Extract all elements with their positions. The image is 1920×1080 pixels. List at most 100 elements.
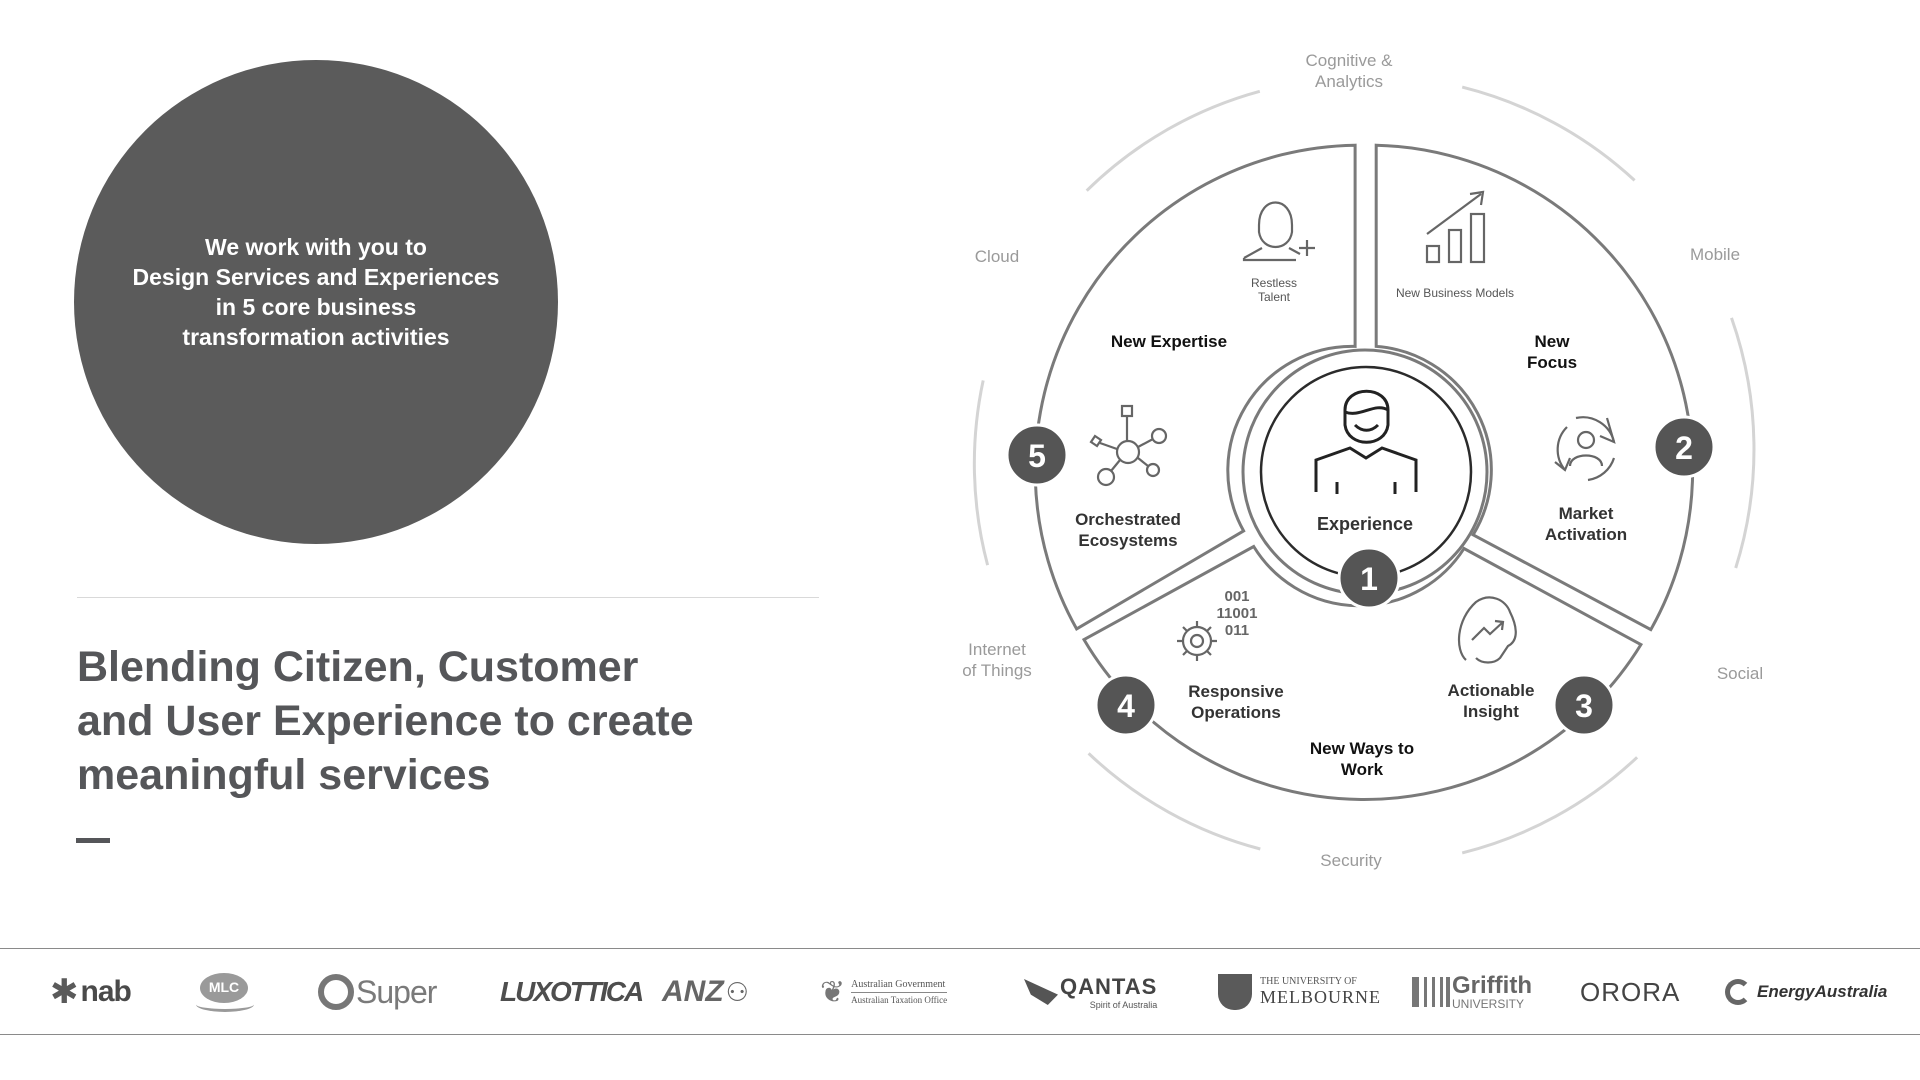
item-insight: Insight <box>1463 702 1519 721</box>
badge-4: 4 <box>1094 673 1158 737</box>
badge-number: 2 <box>1675 430 1693 466</box>
item-actionable: Actionable <box>1448 681 1535 700</box>
crest-icon: ❦ <box>820 975 846 1009</box>
label-social: Social <box>1717 664 1763 683</box>
logo-text: Australian Taxation Office <box>851 995 948 1005</box>
logo-melbourne: THE UNIVERSITY OF MELBOURNE <box>1218 949 1381 1035</box>
logo-text: UNIVERSITY <box>1452 997 1525 1011</box>
anz-people-icon: ⚇ <box>725 976 749 1007</box>
insight-head-icon <box>1457 596 1517 664</box>
griffith-mark-icon <box>1412 977 1450 1007</box>
cycle-person-icon <box>1554 416 1616 482</box>
title-new: New <box>1535 332 1571 351</box>
binary-line: 11001 <box>1217 605 1258 622</box>
logo-ato: ❦ Australian Government Australian Taxat… <box>820 949 948 1035</box>
title-new-expertise: New Expertise <box>1111 332 1227 351</box>
logo-text: Spirit of Australia <box>1089 1000 1158 1010</box>
hero-text: We work with you to Design Services and … <box>106 232 526 352</box>
accent-dash <box>76 838 110 843</box>
caption-restless: Restless <box>1251 276 1297 290</box>
title-new-ways: New Ways to <box>1310 739 1414 758</box>
item-operations: Operations <box>1191 703 1281 722</box>
binary-line: 001 <box>1224 588 1249 605</box>
gear-icon <box>1177 621 1217 661</box>
logo-luxottica: LUXOTTICA <box>500 949 644 1035</box>
label-analytics: Analytics <box>1315 72 1383 91</box>
energy-swirl-icon <box>1725 979 1751 1005</box>
label-cognitive: Cognitive & <box>1306 51 1394 70</box>
kangaroo-icon <box>1024 979 1058 1005</box>
badge-1: 1 <box>1337 546 1401 610</box>
logo-griffith: Griffith UNIVERSITY <box>1412 949 1532 1035</box>
person-plus-icon <box>1242 201 1315 262</box>
outer-arcs <box>972 85 1756 855</box>
logo-qantas: QANTAS Spirit of Australia <box>1024 949 1157 1035</box>
headline: Blending Citizen, Customer and User Expe… <box>77 640 694 802</box>
outer-labels: Cognitive & Analytics Mobile Social Secu… <box>962 51 1763 870</box>
hero-line: transformation activities <box>182 324 450 350</box>
headline-line: and User Experience to create <box>77 697 694 745</box>
client-logo-bar: ✱ nab MLC Super LUXOTTICA ANZ ⚇ ❦ Austra… <box>0 948 1920 1035</box>
badge-number: 1 <box>1360 561 1378 597</box>
q-icon <box>318 974 354 1010</box>
badge-5: 5 <box>1005 423 1069 487</box>
item-orchestrated: Orchestrated <box>1075 510 1181 529</box>
logo-text: ORORA <box>1580 976 1681 1007</box>
logo-text: Super <box>356 973 437 1010</box>
network-icon <box>1089 404 1168 487</box>
logo-nab: ✱ nab <box>50 949 132 1035</box>
badge-number: 3 <box>1575 688 1593 724</box>
label-security: Security <box>1320 851 1382 870</box>
logo-energyaustralia: EnergyAustralia <box>1725 949 1887 1035</box>
badge-number: 4 <box>1117 688 1135 724</box>
label-mobile: Mobile <box>1690 245 1740 264</box>
badge-3: 3 <box>1552 673 1616 737</box>
logo-orora: ORORA <box>1580 949 1680 1035</box>
logo-text: MELBOURNE <box>1260 987 1381 1007</box>
label-internet: Internet <box>968 640 1026 659</box>
title-work: Work <box>1341 760 1384 779</box>
item-activation: Activation <box>1545 525 1627 544</box>
logo-qsuper: Super <box>318 949 437 1035</box>
logo-text: Griffith <box>1452 972 1532 999</box>
star-icon: ✱ <box>50 973 79 1011</box>
headline-line: meaningful services <box>77 751 491 799</box>
binary-line: 011 <box>1225 622 1249 639</box>
logo-text: Australian Government <box>851 979 948 993</box>
logo-text: QANTAS <box>1060 974 1158 999</box>
shield-icon <box>1218 974 1252 1010</box>
label-cloud: Cloud <box>975 247 1019 266</box>
binary-code: 001 11001 011 <box>1217 588 1258 639</box>
headline-line: Blending Citizen, Customer <box>77 643 639 691</box>
logo-text: MLC <box>208 979 240 995</box>
badge-number: 5 <box>1028 438 1046 474</box>
hero-circle: We work with you to Design Services and … <box>74 60 558 544</box>
title-focus: Focus <box>1527 353 1577 372</box>
wheel-segments <box>1033 143 1695 801</box>
item-market: Market <box>1559 504 1614 523</box>
center-label: Experience <box>1317 514 1413 534</box>
logo-text: nab <box>80 975 132 1008</box>
hero-line: We work with you to <box>205 234 427 260</box>
logo-text: ANZ <box>662 975 724 1008</box>
item-ecosystems: Ecosystems <box>1078 531 1177 550</box>
growth-chart-icon <box>1425 190 1486 264</box>
segment-new-focus <box>1374 143 1695 632</box>
segment-new-expertise <box>1033 143 1357 631</box>
logo-mlc: MLC <box>196 949 254 1035</box>
hero-line: in 5 core business <box>215 294 417 320</box>
person-icon <box>1314 389 1418 494</box>
logo-anz: ANZ ⚇ <box>662 949 749 1035</box>
caption-new-business-models: New Business Models <box>1396 286 1514 300</box>
hero-line: Design Services and Experiences <box>132 264 500 290</box>
logo-text: THE UNIVERSITY OF <box>1260 976 1357 987</box>
badge-2: 2 <box>1652 415 1716 479</box>
item-responsive: Responsive <box>1188 682 1283 701</box>
logo-text: LUXOTTICA <box>500 976 644 1007</box>
label-of-things: of Things <box>962 661 1032 680</box>
section-divider <box>77 597 819 598</box>
logo-text: EnergyAustralia <box>1757 982 1888 1001</box>
center-hub-inner <box>1259 365 1473 579</box>
caption-talent: Talent <box>1258 290 1291 304</box>
